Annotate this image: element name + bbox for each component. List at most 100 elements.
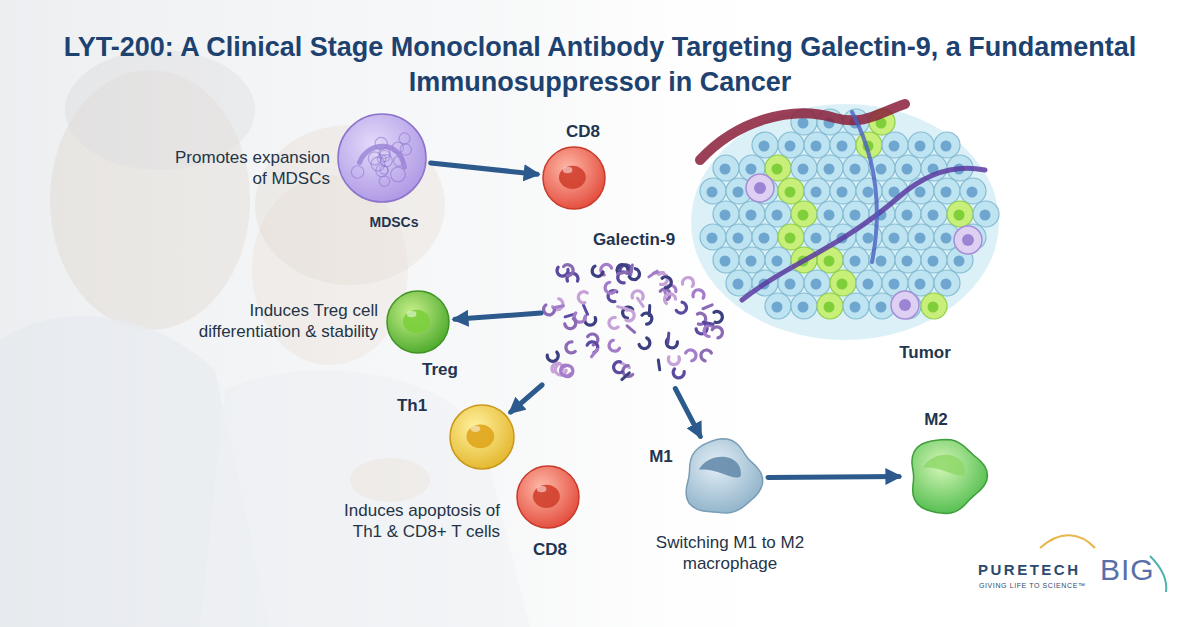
tumor-nucleus	[980, 210, 991, 221]
tumor-cell	[895, 201, 921, 227]
tumor-nucleus	[746, 256, 757, 267]
tumor-cell	[830, 132, 856, 158]
molecule-cluster: Galectin-9	[545, 228, 720, 385]
tumor-nucleus	[733, 279, 744, 290]
tumor-nucleus	[772, 256, 783, 267]
galectin-molecule	[617, 264, 629, 273]
tumor-nucleus	[798, 302, 809, 313]
galectin-molecule	[676, 302, 689, 315]
galectin-molecule	[599, 262, 612, 275]
tumor-nucleus	[785, 141, 796, 152]
tumor-nucleus	[837, 187, 848, 198]
cell-label: M1	[649, 447, 673, 467]
tumor-cell	[778, 224, 804, 250]
tumor-nucleus	[785, 279, 796, 290]
molecule-rod	[631, 265, 633, 275]
galectin-molecule	[608, 317, 619, 330]
effect-note: Promotes expansion of MDSCs	[170, 147, 330, 190]
cell-body	[387, 291, 449, 353]
molecule-rod	[583, 305, 587, 314]
galectin-molecule	[563, 263, 574, 276]
molecule-arc	[617, 264, 629, 273]
tumor-cell	[791, 201, 817, 227]
molecule-arc	[712, 325, 725, 338]
tumor-nucleus	[954, 256, 965, 267]
cell-body	[543, 147, 605, 209]
galectin-molecule	[618, 307, 628, 309]
tumor-nucleus	[850, 164, 861, 175]
tumor-cell	[843, 293, 869, 319]
tumor-cell	[817, 201, 843, 227]
immune-nucleus	[899, 299, 911, 311]
molecule-arc	[613, 361, 623, 373]
tumor-nucleus	[824, 210, 835, 221]
granule	[368, 152, 381, 165]
cell-label: Galectin-9	[593, 230, 675, 250]
tumor-cell	[934, 270, 960, 296]
cell-label: MDSCs	[369, 214, 418, 230]
logo-arc	[1040, 535, 1095, 548]
tumor-nucleus	[759, 233, 770, 244]
cell-label: M2	[924, 410, 948, 430]
galectin-molecule	[662, 275, 673, 288]
tumor-nucleus	[954, 210, 965, 221]
effect-note: Induces apoptosis of Th1 & CD8+ T cells	[322, 500, 500, 543]
cell-label: CD8	[566, 122, 600, 142]
logo-text: PURETECH	[978, 561, 1081, 578]
granule	[391, 167, 406, 182]
tumor-cell	[856, 270, 882, 296]
tumor-nucleus	[941, 141, 952, 152]
tumor-cell	[843, 155, 869, 181]
galectin-molecule	[607, 340, 620, 353]
tumor-cell	[726, 224, 752, 250]
tumor-cell	[934, 132, 960, 158]
galectin-molecule	[658, 360, 659, 370]
molecule-rod	[618, 272, 628, 274]
cell-shape	[337, 113, 427, 203]
tumor-nucleus	[811, 141, 822, 152]
tumor-nucleus	[798, 118, 809, 129]
galectin-molecule	[703, 322, 713, 324]
tumor-nucleus	[902, 164, 913, 175]
granule	[399, 133, 410, 144]
cell-shape	[516, 465, 580, 529]
molecule-arc	[559, 365, 571, 378]
blood-vessel	[742, 168, 985, 300]
molecule-rod	[554, 306, 564, 308]
tumor-cell	[739, 201, 765, 227]
molecule-arc	[563, 263, 574, 276]
molecule-rod	[648, 306, 652, 316]
tumor-nucleus	[889, 279, 900, 290]
galectin-molecule	[564, 341, 575, 354]
tumor-nucleus	[863, 187, 874, 198]
tumor-cell	[752, 224, 778, 250]
tumor-nucleus	[889, 141, 900, 152]
tumor-nucleus	[733, 187, 744, 198]
tumor-nucleus	[837, 279, 848, 290]
galectin-molecule	[685, 348, 698, 361]
cell-label: Tumor	[899, 343, 951, 363]
highlight	[537, 486, 547, 492]
molecule-arc	[662, 275, 673, 288]
tumor-cell	[830, 178, 856, 204]
tumor-nucleus	[824, 256, 835, 267]
tumor-nucleus	[772, 210, 783, 221]
tumor-cell	[960, 178, 986, 204]
tumor-nucleus	[824, 164, 835, 175]
highlight	[563, 167, 573, 173]
tumor-cell	[700, 224, 726, 250]
galectin-molecule	[699, 348, 712, 361]
tumor-nucleus	[746, 164, 757, 175]
galectin-molecule	[632, 290, 644, 299]
tumor-nucleus	[967, 187, 978, 198]
cell-node: MDSCs	[337, 113, 427, 203]
cell-shape	[386, 290, 450, 354]
galectin-molecule	[663, 292, 676, 304]
molecule-arc	[663, 292, 676, 304]
blood-vessel	[700, 104, 905, 160]
galectin-molecule	[682, 276, 694, 286]
tumor-cell	[739, 247, 765, 273]
molecule-arc	[685, 348, 698, 361]
cell-label: Treg	[422, 360, 458, 380]
